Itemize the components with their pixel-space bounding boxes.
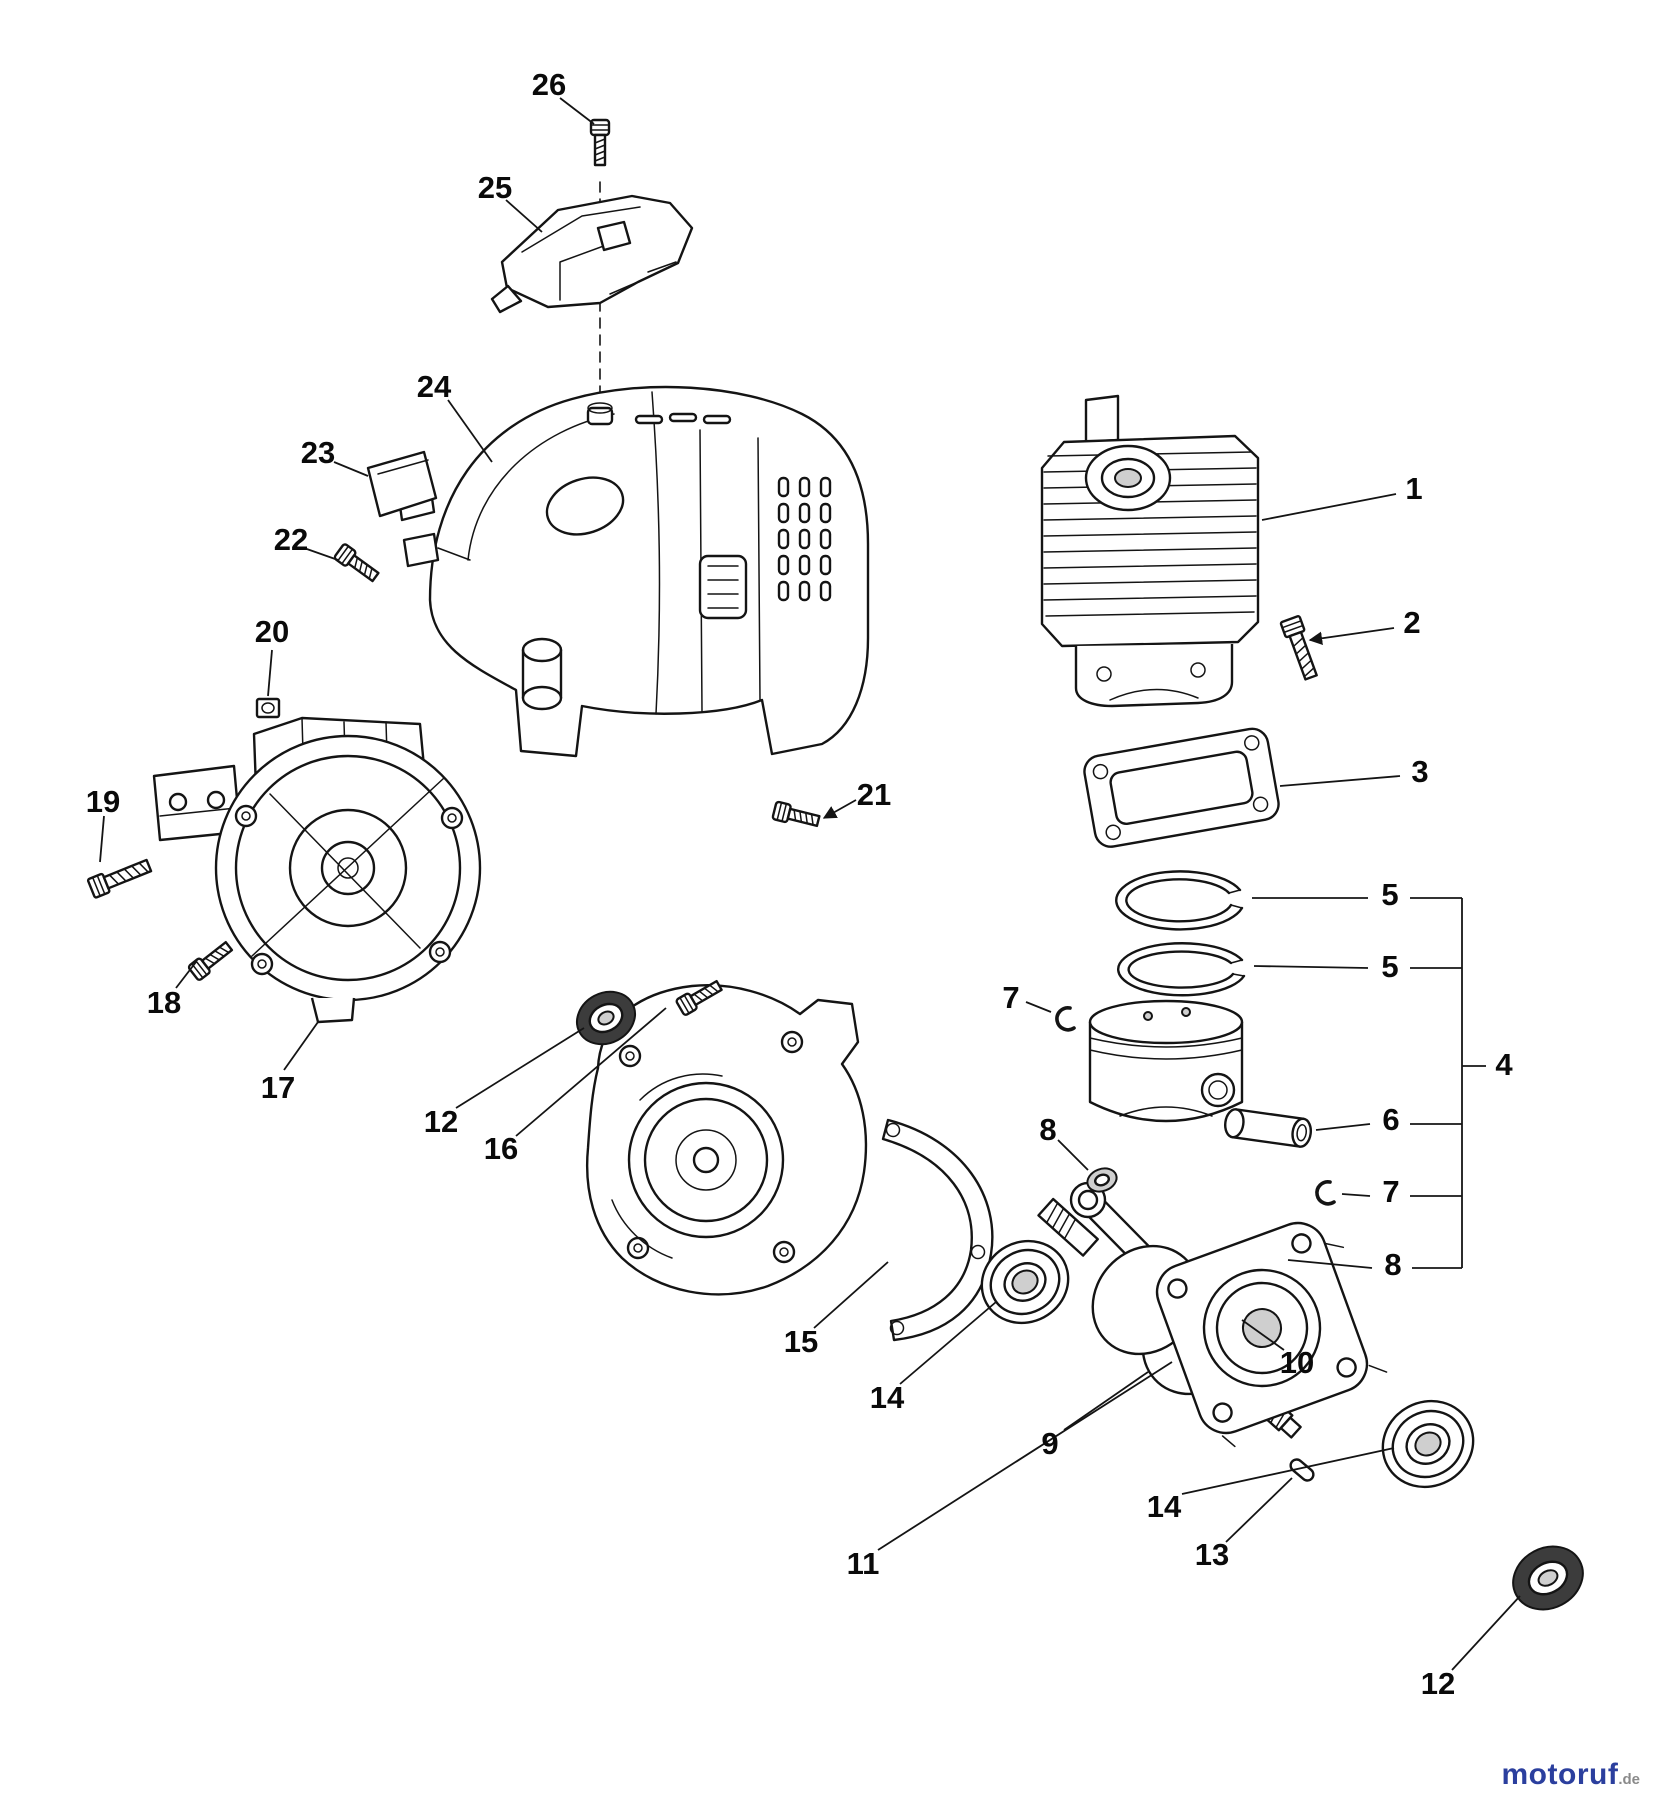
callout-19: 19 [86,784,120,819]
cover-louvers [777,476,832,602]
part-pad [366,450,438,518]
callout-14a: 14 [870,1380,905,1415]
part-bearing-right [1381,1399,1475,1489]
callout-10: 10 [1280,1345,1314,1380]
callout-5b: 5 [1381,949,1398,984]
part-washer-8 [1086,1167,1118,1193]
part-piston-ring-1 [1115,870,1244,931]
callout-18: 18 [147,985,181,1020]
part-clip-7-right [1315,1180,1336,1206]
part-screw-18 [186,937,236,983]
callout-1: 1 [1405,471,1422,506]
callout-23: 23 [301,435,335,470]
part-piston-ring-2 [1117,942,1246,997]
part-oil-seal-right [1512,1545,1584,1611]
part-screw-22 [332,542,382,586]
callout-20: 20 [255,614,289,649]
callout-6: 6 [1382,1102,1399,1137]
callout-21: 21 [857,777,891,812]
callout-labels: 26 25 24 23 22 20 19 18 17 21 1 2 3 5 5 … [86,67,1514,1701]
watermark-brand: motoruf [1501,1758,1619,1791]
callout-9: 9 [1041,1426,1058,1461]
part-bolt-2 [1279,614,1322,682]
callout-8a: 8 [1039,1112,1056,1147]
part-crankcase-half-left [585,984,868,1296]
callout-4: 4 [1495,1047,1513,1082]
callout-7a: 7 [1002,980,1019,1015]
callout-16: 16 [484,1131,518,1166]
part-square-nut [255,697,281,719]
part-crankcase-gasket [881,1118,994,1342]
callout-2: 2 [1403,605,1420,640]
leader-lines [99,97,1521,1671]
part-bolt-19 [86,855,154,900]
callout-26: 26 [532,67,566,102]
callout-3: 3 [1411,754,1428,789]
part-cylinder-gasket [1083,727,1280,848]
part-cover-screw [589,118,611,167]
part-woodruff-key [1289,1458,1315,1482]
callout-17: 17 [261,1070,295,1105]
part-piston [1088,999,1244,1123]
callout-8b: 8 [1384,1247,1401,1282]
watermark-logo[interactable]: motoruf.de [1502,1758,1641,1792]
part-bearing-left [980,1239,1070,1325]
callout-22: 22 [274,522,308,557]
part-crankcase-half-right [1155,1221,1388,1448]
callout-12a: 12 [424,1104,458,1139]
callout-11: 11 [847,1546,880,1581]
part-cylinder-cover-top [490,194,694,314]
part-engine-cover [396,385,870,758]
callout-24: 24 [417,369,452,404]
watermark-domain: .de [1618,1771,1640,1788]
callout-14b: 14 [1147,1489,1182,1524]
part-cylinder [1040,394,1260,708]
callout-7b: 7 [1382,1174,1399,1209]
callout-25: 25 [478,170,512,205]
part-clip-7-left [1055,1006,1076,1032]
part-screw-21 [771,800,822,831]
part-wrist-pin [1224,1108,1312,1148]
callout-13: 13 [1195,1537,1229,1572]
callout-15: 15 [784,1324,818,1359]
part-oil-seal-left [576,990,636,1046]
callout-12b: 12 [1421,1666,1455,1701]
callout-5a: 5 [1381,877,1398,912]
part-fan-housing [152,716,482,1024]
